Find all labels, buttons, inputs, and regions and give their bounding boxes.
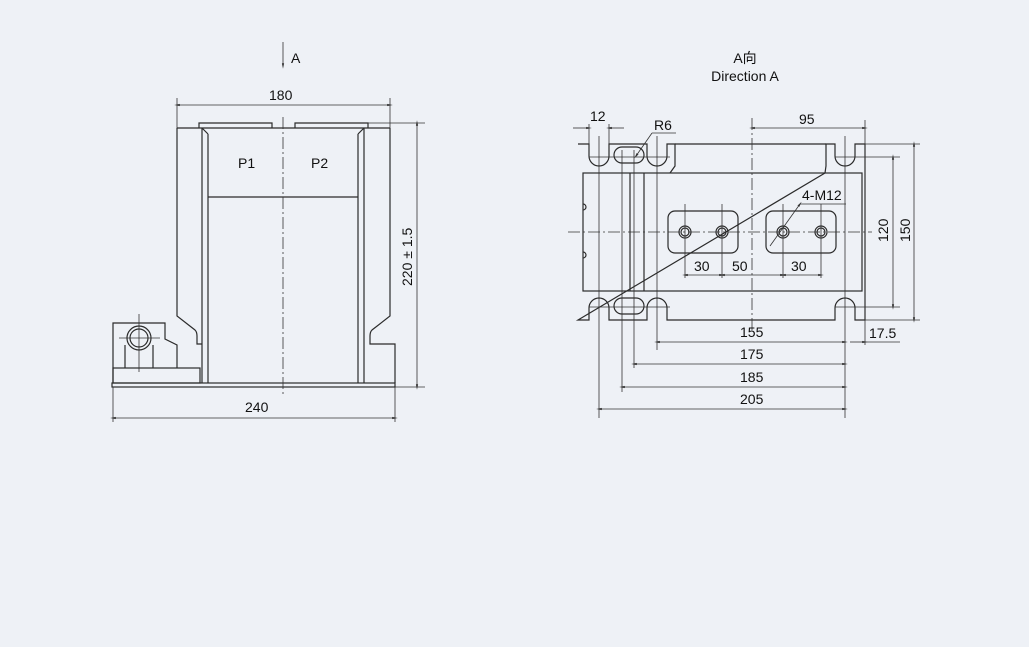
svg-text:240: 240 bbox=[245, 399, 269, 415]
dimension-r6: R6 bbox=[634, 117, 676, 159]
dimension-150: 150 bbox=[897, 141, 916, 323]
svg-text:220 ± 1.5: 220 ± 1.5 bbox=[399, 228, 415, 286]
dimension-120: 120 bbox=[875, 154, 895, 310]
view-title-cn: A向 bbox=[733, 50, 756, 66]
hole-center-lines bbox=[589, 120, 920, 418]
svg-text:150: 150 bbox=[897, 218, 913, 242]
dimension-95: 95 bbox=[749, 111, 868, 130]
dimension-hole-spacing: 30 50 30 bbox=[682, 258, 824, 277]
svg-text:155: 155 bbox=[740, 324, 764, 340]
dimension-240: 240 bbox=[110, 387, 398, 422]
svg-text:R6: R6 bbox=[654, 117, 672, 133]
terminal-label-p2: P2 bbox=[311, 155, 328, 171]
svg-text:95: 95 bbox=[799, 111, 815, 127]
svg-text:185: 185 bbox=[740, 369, 764, 385]
view-title-en: Direction A bbox=[711, 68, 779, 84]
svg-text:205: 205 bbox=[740, 391, 764, 407]
svg-text:120: 120 bbox=[875, 218, 891, 242]
dimension-12: 12 bbox=[573, 108, 624, 150]
svg-text:180: 180 bbox=[269, 87, 293, 103]
svg-text:17.5: 17.5 bbox=[869, 325, 896, 341]
side-view: A P1 P2 180 bbox=[110, 42, 425, 422]
svg-text:175: 175 bbox=[740, 346, 764, 362]
dimension-4-m12: 4-M12 bbox=[769, 187, 846, 247]
svg-text:12: 12 bbox=[590, 108, 606, 124]
view-arrow-label: A bbox=[291, 50, 301, 66]
dimension-220: 220 ± 1.5 bbox=[368, 120, 425, 390]
direction-a-view: A向 Direction A bbox=[568, 50, 920, 418]
mounting-flange bbox=[575, 143, 866, 321]
svg-text:30: 30 bbox=[791, 258, 807, 274]
secondary-terminal-box bbox=[112, 314, 201, 384]
dimension-180: 180 bbox=[174, 87, 393, 128]
dimension-bottom: 155 175 185 205 17.5 bbox=[596, 324, 900, 411]
svg-text:4-M12: 4-M12 bbox=[802, 187, 842, 203]
svg-text:30: 30 bbox=[694, 258, 710, 274]
svg-text:50: 50 bbox=[732, 258, 748, 274]
terminal-label-p1: P1 bbox=[238, 155, 255, 171]
